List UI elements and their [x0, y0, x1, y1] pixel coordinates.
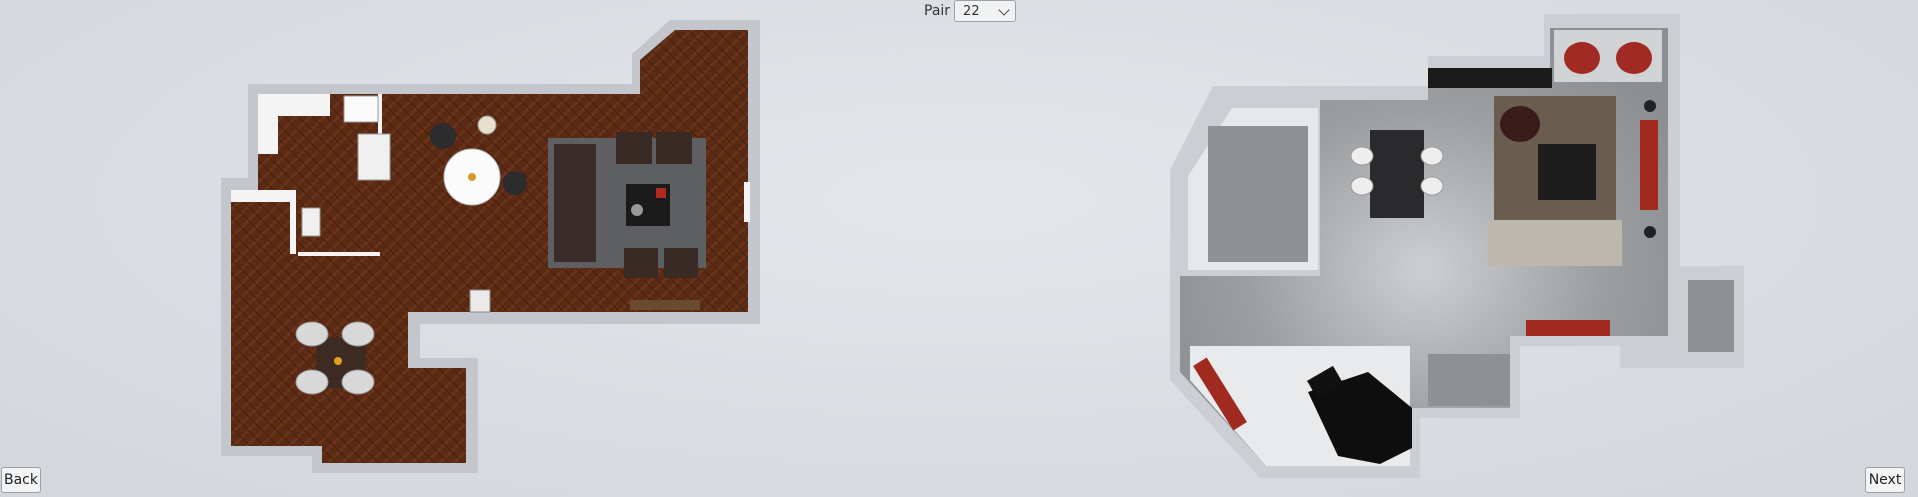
pair-label: Pair	[924, 3, 951, 19]
back-button[interactable]: Back	[1, 467, 41, 493]
pair-control: Pair 22	[924, 0, 1017, 22]
pair-select-value: 22	[963, 3, 980, 19]
pair-select[interactable]: 22	[954, 0, 1017, 22]
next-button[interactable]: Next	[1865, 467, 1905, 493]
